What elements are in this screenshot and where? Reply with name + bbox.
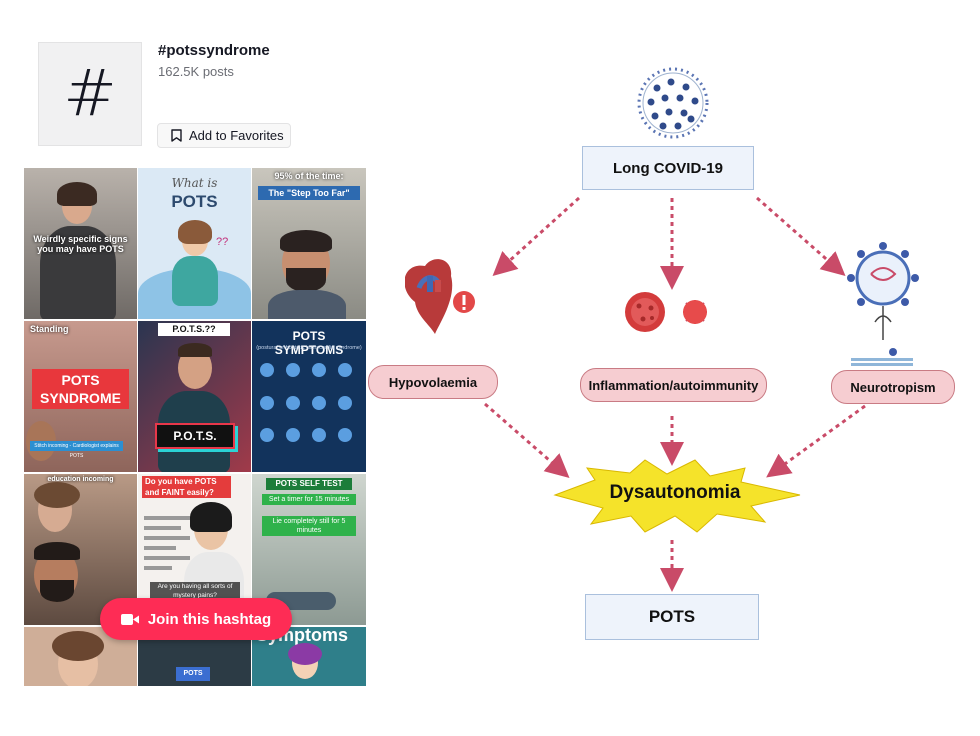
video-tile[interactable]: POTS SYMPTOMS (postural orthostatic tach… — [252, 321, 366, 472]
bookmark-icon — [171, 129, 182, 142]
tile-subtitle: Set a timer for 15 minutes — [262, 494, 356, 505]
video-camera-icon — [120, 613, 139, 625]
video-grid: Weirdly specific signs you may have POTS… — [24, 168, 366, 686]
tile-subtitle: Stitch incoming - Cardiologist explains … — [30, 441, 123, 459]
video-tile[interactable]: P.O.T.S.?? P.O.T.S. — [138, 321, 251, 472]
tile-caption: Weirdly specific signs you may have POTS — [33, 234, 128, 254]
tile-title: POTS SYMPTOMS — [274, 329, 344, 357]
coronavirus-icon — [637, 67, 709, 139]
long-covid-box: Long COVID-19 — [582, 146, 754, 190]
warning-icon — [453, 291, 475, 313]
add-to-favorites-label: Add to Favorites — [189, 128, 284, 143]
neurotropic-virus-icon — [847, 242, 919, 366]
tile-caption: P.O.T.S.?? — [158, 323, 230, 336]
tile-caption: What is — [171, 176, 218, 190]
hashtag-title: #potssyndrome — [158, 42, 270, 59]
neurotropism-node: Neurotropism — [831, 370, 955, 404]
video-tile[interactable]: Standing POTS SYNDROME Stitch incoming -… — [24, 321, 137, 472]
inflammation-node: Inflammation/autoimmunity — [580, 368, 767, 402]
dysautonomia-burst — [553, 459, 801, 533]
join-hashtag-button[interactable]: Join this hashtag — [100, 598, 292, 640]
tile-title: POTS SELF TEST — [266, 478, 352, 490]
hashtag-thumbnail: # — [38, 42, 142, 146]
tile-title: POTS — [171, 192, 218, 211]
hashtag-icon: # — [63, 57, 117, 131]
join-hashtag-label: Join this hashtag — [147, 610, 272, 628]
tile-caption: POTS — [176, 667, 210, 681]
post-count: 162.5K posts — [158, 64, 234, 79]
tile-title: POTS SYNDROME — [32, 369, 129, 409]
video-tile[interactable]: What is POTS ?? — [138, 168, 251, 319]
pathway-diagram: Long COVID-19 Hypovolaemia Inflammation/… — [368, 40, 975, 640]
tile-subtitle: The "Step Too Far" — [258, 186, 360, 200]
add-to-favorites-button[interactable]: Add to Favorites — [157, 123, 291, 148]
hashtag-panel: # #potssyndrome 162.5K posts Add to Favo… — [0, 0, 380, 736]
tile-caption: Do you have POTS and FAINT easily? — [142, 476, 231, 498]
blood-cells-icon — [625, 292, 707, 332]
pots-box: POTS — [585, 594, 759, 640]
dysautonomia-label: Dysautonomia — [609, 482, 741, 503]
tile-subtitle: (postural orthostatic tachycardia syndro… — [256, 345, 362, 351]
hypovolaemia-node: Hypovolaemia — [368, 365, 498, 399]
tile-subtitle: Are you having all sorts of mystery pain… — [150, 582, 240, 600]
tile-caption: education incoming — [47, 476, 114, 483]
video-tile[interactable]: 95% of the time: The "Step Too Far" — [252, 168, 366, 319]
video-tile[interactable]: Weirdly specific signs you may have POTS — [24, 168, 137, 319]
heart-icon — [405, 259, 453, 334]
video-tile[interactable] — [24, 627, 137, 686]
tile-title: P.O.T.S. — [155, 423, 235, 449]
diagram-graphics — [405, 67, 919, 592]
tile-caption: 95% of the time: — [274, 171, 344, 181]
tile-caption: Standing — [30, 324, 69, 334]
tile-subtitle-2: Lie completely still for 5 minutes — [262, 516, 356, 536]
